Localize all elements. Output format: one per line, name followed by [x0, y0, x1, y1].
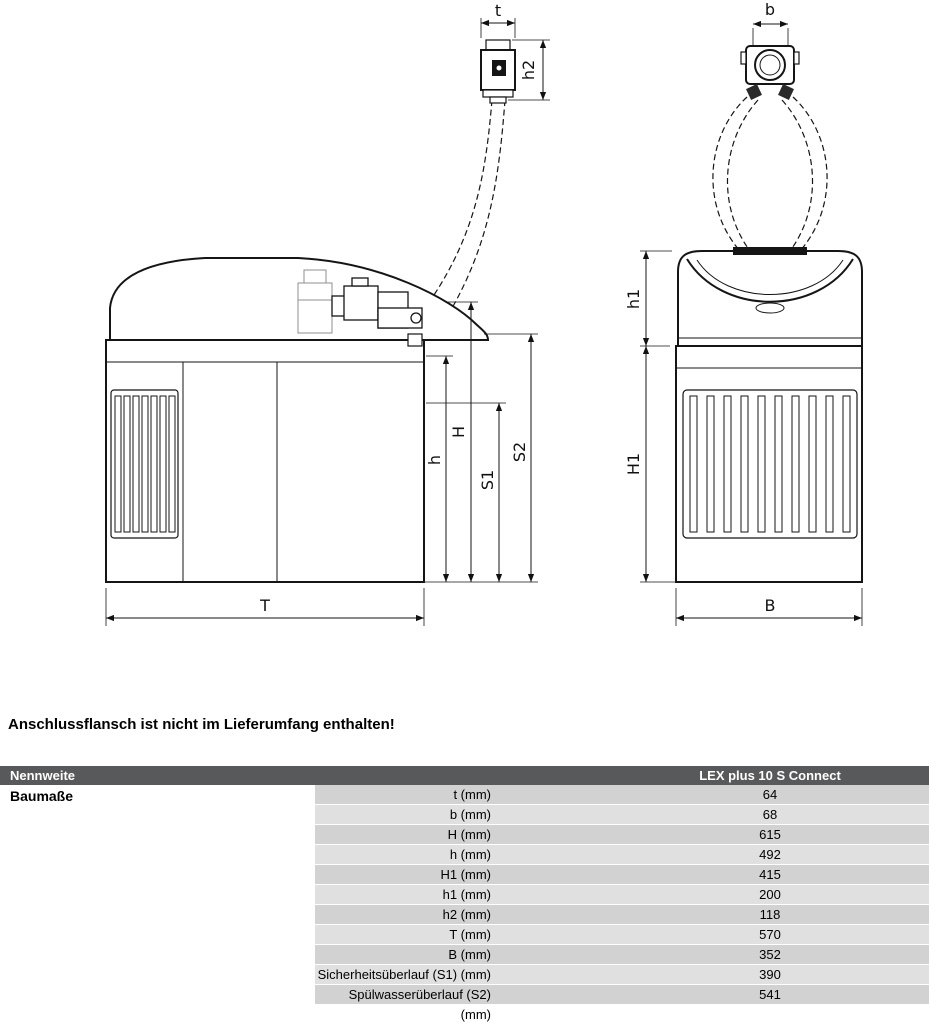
dimension-label-h2: h2 [519, 60, 538, 80]
dimension-label-T: T [259, 596, 270, 615]
cabinet-side [105, 339, 425, 583]
row-label: t (mm) [453, 787, 491, 802]
table-section-baumasse: Baumaße [0, 785, 315, 1005]
row-label: b (mm) [449, 807, 491, 822]
table-row: Sicherheitsüberlauf (S1) (mm) 390 [315, 965, 929, 985]
row-value: 118 [759, 907, 781, 922]
table-row: h (mm) 492 [315, 845, 929, 865]
table-header-model: LEX plus 10 S Connect [699, 768, 841, 783]
row-label: h1 (mm) [442, 887, 491, 902]
dimension-label-h1: h1 [624, 289, 643, 309]
row-value: 352 [759, 947, 781, 962]
row-label: Spülwasserüberlauf (S2) (mm) [348, 987, 491, 1022]
row-label: h (mm) [449, 847, 491, 862]
connection-block-front [740, 45, 800, 100]
hose-line [447, 99, 506, 316]
row-value: 615 [759, 827, 781, 842]
dimension-label-b: b [765, 0, 775, 19]
table-rows: t (mm) 64 b (mm) 68 H (mm) 615 h (mm) 49… [315, 785, 929, 1022]
row-label: B (mm) [448, 947, 491, 962]
row-value: 492 [759, 847, 781, 862]
table-header: Nennweite LEX plus 10 S Connect [0, 766, 929, 785]
cover-front [677, 250, 863, 347]
row-value: 200 [759, 887, 781, 902]
table-row: T (mm) 570 [315, 925, 929, 945]
row-value: 64 [762, 787, 778, 802]
row-label: T (mm) [449, 927, 491, 942]
dimension-label-t: t [495, 1, 501, 20]
cover-side [109, 257, 490, 341]
side-view-drawing: t h2 h H S1 S2 T [105, 1, 550, 626]
table-row: t (mm) 64 [315, 785, 929, 805]
row-value: 570 [759, 927, 781, 942]
hose-fitting [407, 333, 423, 347]
dimension-label-S2: S2 [510, 442, 529, 462]
table-row: h2 (mm) 118 [315, 905, 929, 925]
row-label: h2 (mm) [442, 907, 491, 922]
row-value: 68 [762, 807, 778, 822]
table-row: H1 (mm) 415 [315, 865, 929, 885]
technical-drawing: t h2 h H S1 S2 T b [105, 0, 863, 626]
table-row: b (mm) 68 [315, 805, 929, 825]
hose-line [429, 99, 493, 302]
front-view-drawing: b h1 [624, 0, 863, 626]
cabinet-front [675, 345, 863, 583]
table-row: H (mm) 615 [315, 825, 929, 845]
dimension-label-H: H [449, 426, 468, 438]
hose-line [781, 99, 814, 252]
row-value: 541 [759, 987, 781, 1002]
row-label: Sicherheitsüberlauf (S1) (mm) [317, 967, 491, 982]
connection-block-side [480, 39, 516, 104]
dimension-label-S1: S1 [478, 470, 497, 490]
hose-line [792, 96, 828, 252]
row-label: H1 (mm) [440, 867, 491, 882]
flange-note: Anschlussflansch ist nicht im Lieferumfa… [8, 716, 395, 733]
table-row: h1 (mm) 200 [315, 885, 929, 905]
row-value: 415 [759, 867, 781, 882]
dimension-label-h: h [425, 455, 444, 465]
table-row: B (mm) 352 [315, 945, 929, 965]
row-label: H (mm) [447, 827, 491, 842]
section-label: Baumaße [10, 788, 74, 804]
hose-line [726, 99, 759, 252]
table-row: Spülwasserüberlauf (S2) (mm) 541 [315, 985, 929, 1022]
dimension-table: Nennweite LEX plus 10 S Connect Baumaße … [0, 766, 929, 1022]
dimension-label-H1: H1 [624, 453, 643, 475]
vent-slats-front [689, 395, 851, 533]
table-header-nennweite: Nennweite [10, 768, 76, 783]
vent-slats-side [114, 395, 176, 533]
control-valve [331, 277, 423, 329]
hose-inlet [733, 247, 807, 255]
dimension-label-B: B [765, 596, 776, 615]
row-value: 390 [759, 967, 781, 982]
hose-line [712, 96, 748, 252]
